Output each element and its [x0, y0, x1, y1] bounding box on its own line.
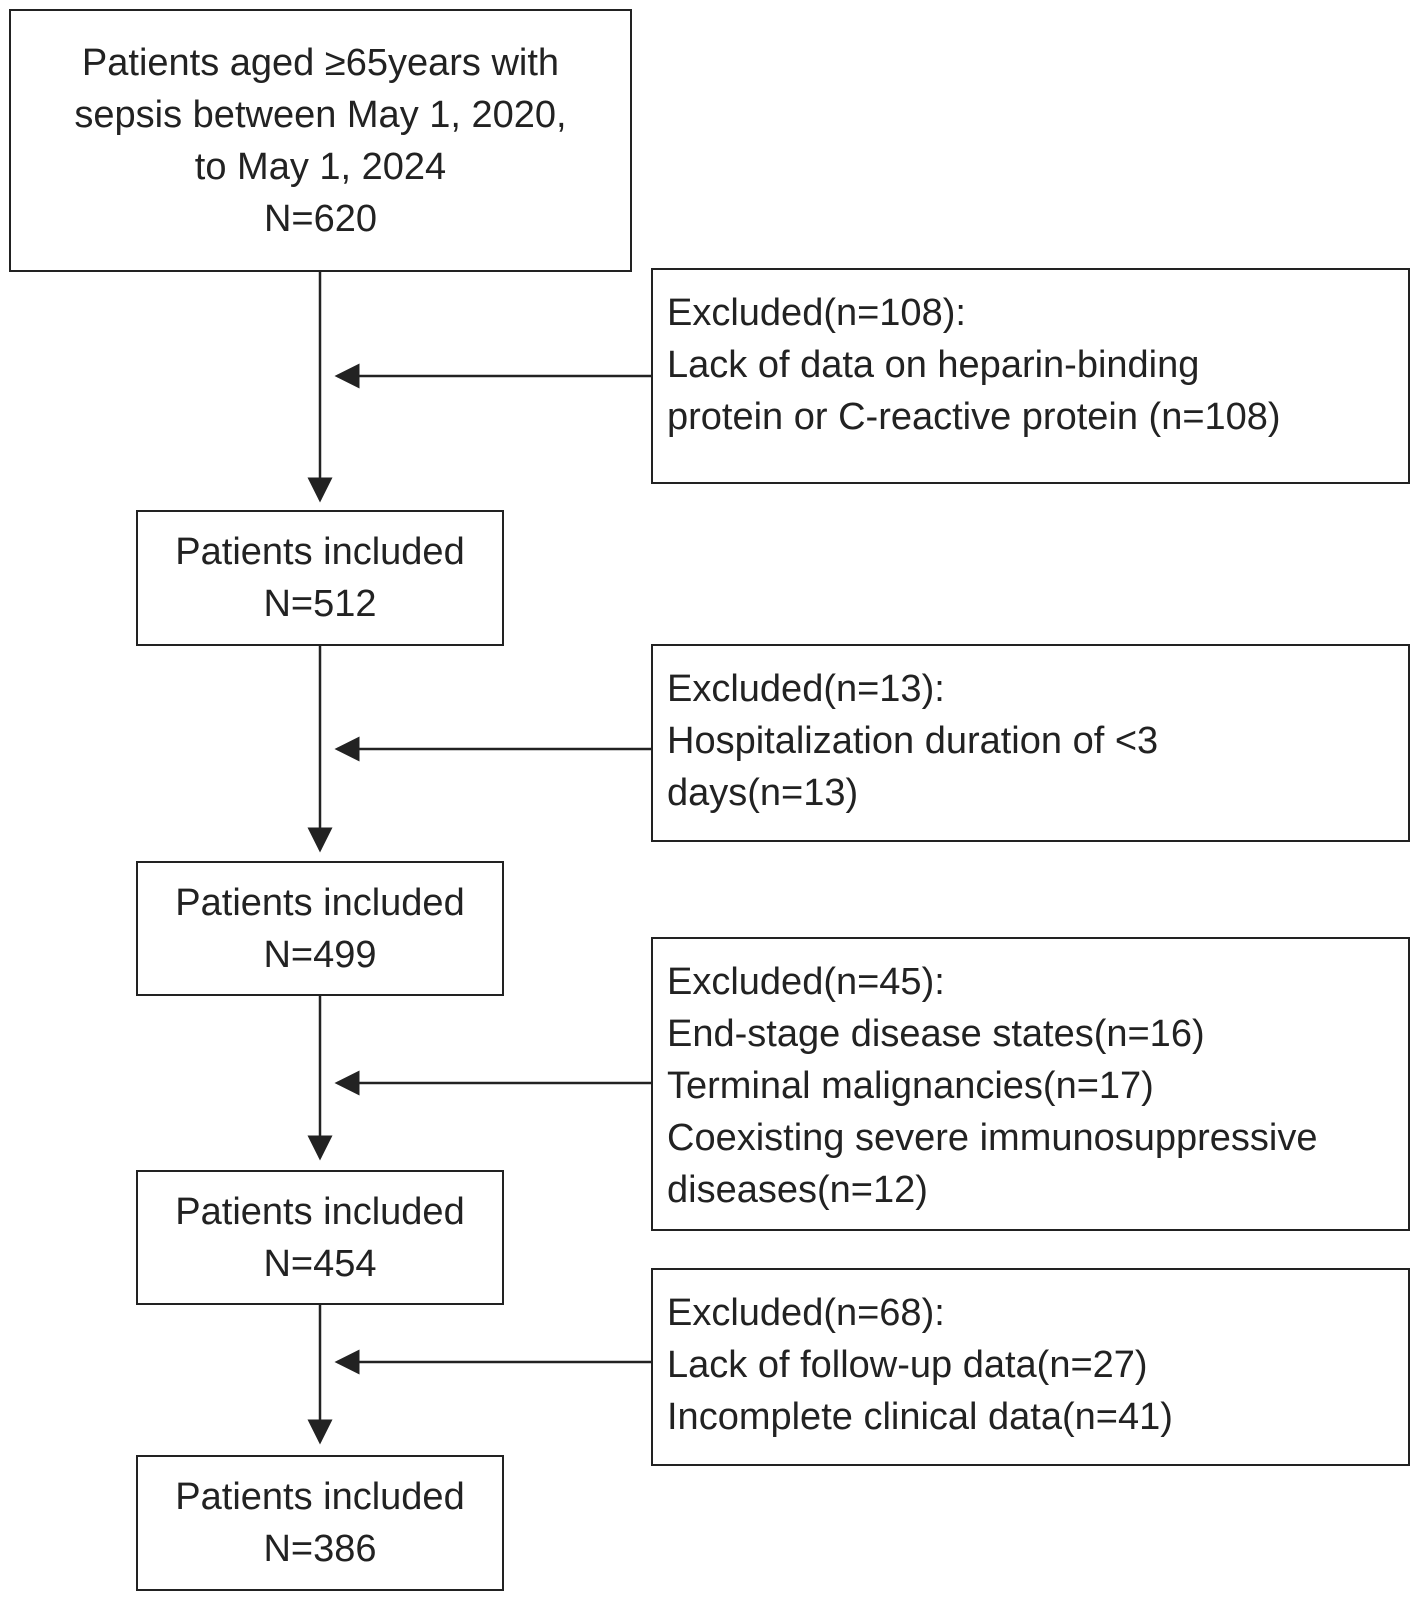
- main-box-4: Patients included N=454: [136, 1170, 504, 1305]
- exclusion-box-2: Excluded(n=13): Hospitalization duration…: [651, 644, 1410, 842]
- exclusion-box-3-line-3: Terminal malignancies(n=17): [667, 1065, 1154, 1107]
- main-box-5-line-1: Patients included: [175, 1476, 465, 1518]
- main-box-1-line-3: to May 1, 2024: [194, 145, 447, 188]
- exclusion-box-2-line-1: Excluded(n=13):: [667, 668, 945, 710]
- main-box-3-line-1: Patients included: [175, 881, 465, 924]
- exclusion-box-2-line-2: Hospitalization duration of <3: [667, 720, 1159, 762]
- exclusion-box-4: Excluded(n=68): Lack of follow-up data(n…: [651, 1268, 1410, 1466]
- exclusion-box-1-line-1: Excluded(n=108):: [667, 292, 966, 334]
- exclusion-box-3-line-2: End-stage disease states(n=16): [667, 1013, 1205, 1055]
- main-box-4-line-2: N=454: [263, 1242, 377, 1285]
- exclusion-box-4-line-3: Incomplete clinical data(n=41): [667, 1396, 1173, 1438]
- exclusion-box-3-line-1: Excluded(n=45):: [667, 961, 945, 1003]
- exclusion-box-3-line-4: Coexisting severe immunosuppressive: [667, 1117, 1318, 1159]
- main-box-3: Patients included N=499: [136, 861, 504, 996]
- main-box-2-line-2: N=512: [263, 583, 377, 625]
- main-box-4-line-1: Patients included: [175, 1190, 465, 1233]
- exclusion-box-3-line-5: diseases(n=12): [667, 1169, 928, 1211]
- exclusion-box-1: Excluded(n=108): Lack of data on heparin…: [651, 268, 1410, 484]
- exclusion-box-3: Excluded(n=45): End-stage disease states…: [651, 937, 1410, 1231]
- main-box-1: Patients aged ≥65years with sepsis betwe…: [9, 9, 632, 272]
- main-box-1-line-1: Patients aged ≥65years with: [81, 41, 560, 84]
- main-box-1-line-4: N=620: [263, 197, 378, 240]
- exclusion-box-4-line-2: Lack of follow-up data(n=27): [667, 1344, 1148, 1386]
- main-box-5: Patients included N=386: [136, 1455, 504, 1591]
- main-box-1-line-2: sepsis between May 1, 2020,: [74, 93, 567, 136]
- exclusion-box-1-line-2: Lack of data on heparin-binding: [667, 344, 1200, 386]
- main-box-5-line-2: N=386: [263, 1528, 377, 1570]
- exclusion-box-4-line-1: Excluded(n=68):: [667, 1292, 945, 1334]
- exclusion-box-2-line-3: days(n=13): [667, 772, 859, 814]
- main-box-3-line-2: N=499: [263, 933, 377, 976]
- main-box-2: Patients included N=512: [136, 510, 504, 646]
- exclusion-box-1-line-3: protein or C-reactive protein (n=108): [667, 396, 1281, 438]
- main-box-2-line-1: Patients included: [175, 531, 465, 573]
